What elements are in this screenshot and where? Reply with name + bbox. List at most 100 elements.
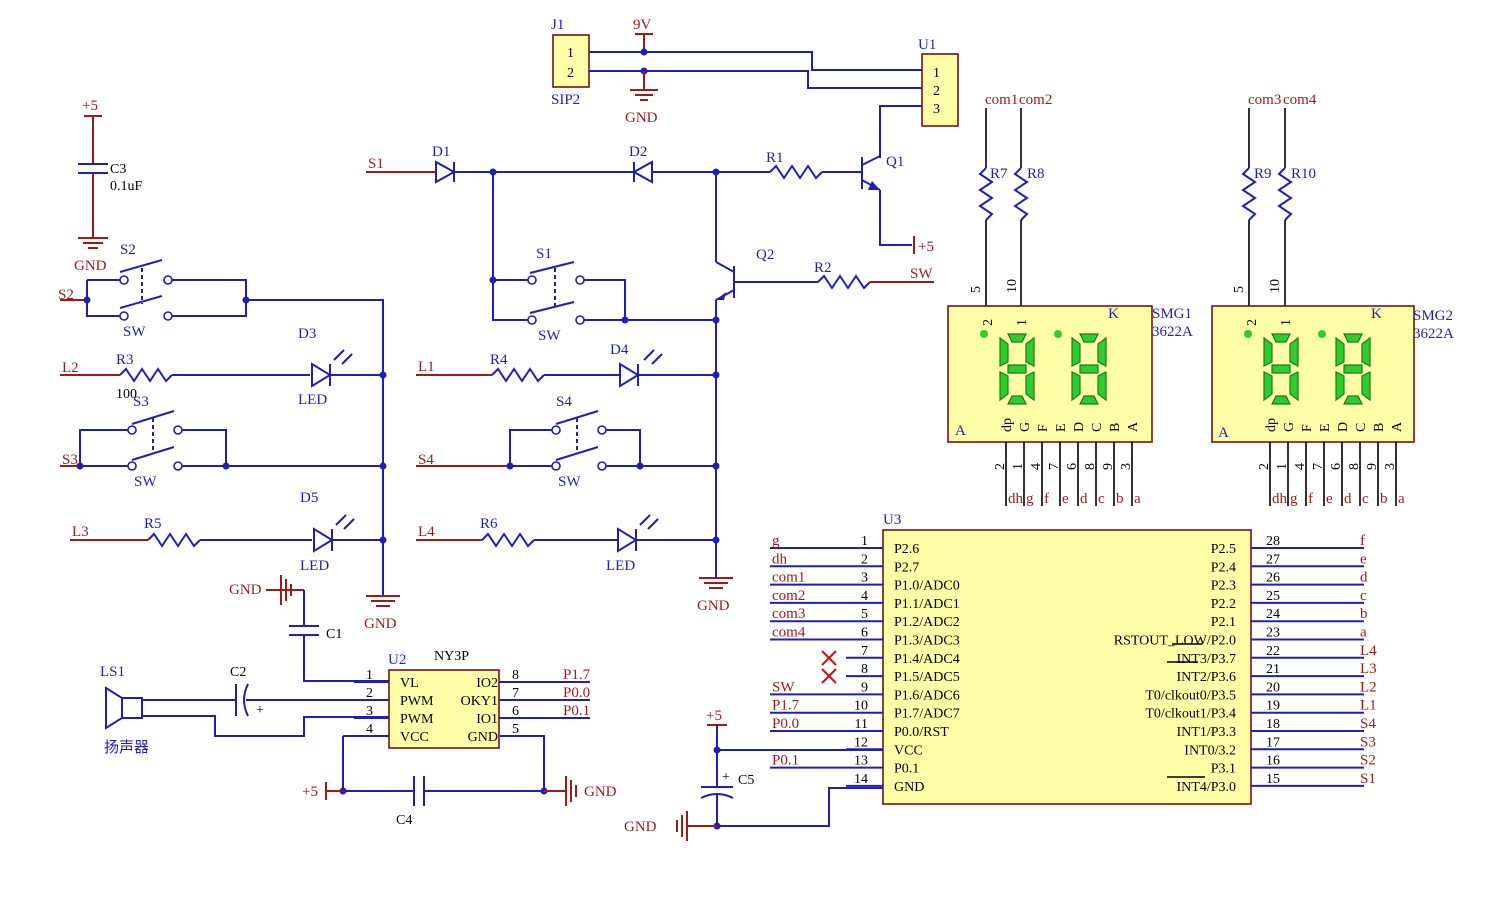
com3-net: com3 [1248,92,1281,108]
smg2-pins-name-4: D [1336,422,1351,432]
u3-right-net-13: S1 [1360,771,1376,787]
smg2-pins-net-0: dh [1272,491,1288,507]
u2-right-net-2: P0.1 [563,703,590,719]
u3-left-num-12: 13 [854,754,868,769]
u3-right-net-2: d [1360,570,1368,586]
r6-label: R6 [480,516,498,532]
switch-s4: S4 S4 SW [416,394,720,490]
smg1-pins-name-1: G [1018,422,1033,432]
led-d3-branch: L2 R3 100 D3 LED [60,326,387,408]
l3-net: L3 [72,524,89,540]
smg1-pins-name-7: A [1126,421,1141,432]
smg2-digits-digit-2-segment-g [1343,364,1363,374]
smg2-digits-dp-left-dot [1244,330,1252,338]
u3-left-num-13: 14 [854,772,868,787]
c5-vcc-label: +5 [706,708,722,724]
u2-left-num-2: 3 [366,704,373,719]
c1-gnd-label: GND [229,582,262,598]
smg1-k: K [1108,306,1119,322]
u2-right-name-0: IO2 [476,676,498,691]
smg1-digits-digit-2-segment-f [1071,336,1081,367]
u2-right-name-1: OKY1 [461,694,498,709]
l4-net: L4 [418,524,435,540]
smg2-pins-net-3: e [1326,491,1333,507]
u3-right-net-3: c [1360,588,1367,604]
smg2-part: 3622A [1413,326,1454,342]
s1-net-left: S1 [368,156,384,172]
r3-label: R3 [116,352,134,368]
u3-right-name-1: P2.4 [1211,560,1236,575]
c5-plus: + [722,770,730,785]
l1-net: L1 [418,359,435,375]
u3-left-name-2: P1.0/ADC0 [894,579,960,594]
com1-net: com1 [985,92,1018,108]
u3-right-num-6: 22 [1266,644,1280,659]
u3-left-num-1: 2 [861,552,868,567]
j1-pin2: 2 [567,66,574,81]
r9-label: R9 [1254,166,1272,182]
smg2-pins-num-7: 3 [1383,463,1398,470]
com4-net: com4 [1283,92,1317,108]
r7-label: R7 [990,166,1008,182]
c5-gnd-label: GND [624,819,657,835]
s2-label: S2 [120,242,136,258]
u3-right-net-5: a [1360,625,1367,641]
smg1-digits-digit-1-segment-e [999,371,1009,402]
u3-left-name-5: P1.3/ADC3 [894,634,960,649]
u3-right-name-9: T0/clkout1/P3.4 [1145,707,1236,722]
smg2-digits-digit-2-segment-e [1335,371,1345,402]
u3-right-net-9: L1 [1360,698,1377,714]
smg2-pins-net-7: a [1398,491,1405,507]
smg2-digits-digit-1-segment-d [1271,395,1291,405]
smg1-pins-net-1: g [1026,491,1034,507]
u2-left-num-3: 4 [366,722,373,737]
smg1-digits-digit-1-segment-b [1025,336,1035,367]
smg1-pins-name-3: E [1054,423,1069,432]
smg2-pins-num-3: 7 [1311,463,1326,470]
smg1-a: A [955,423,966,439]
c3-vcc-label: +5 [82,98,98,114]
smg1-part: 3622A [1152,324,1193,340]
s3-net: S3 [62,452,78,468]
audio-chip-u2: U2 NY3P 1VL2PWM3PWM4VCC8IO2P1.77OKY1P0.0… [302,649,617,828]
smg1-pins-num-6: 9 [1101,463,1116,470]
smg2-digits-inner-mark-2: 2 [1245,319,1260,326]
smg2-digits-digit-2-segment-b [1361,336,1371,367]
smg1-pins-net-7: a [1134,491,1141,507]
input-diodes: S1 D1 D2 R1 [366,144,862,184]
smg1-pin5: 5 [969,286,984,293]
u3-left-name-4: P1.2/ADC2 [894,615,960,630]
u3-left-num-0: 1 [861,534,868,549]
u3-right-name-3: P2.2 [1211,597,1236,612]
smg1-pins-name-2: F [1036,424,1051,432]
smg2-digits-digit-2-segment-d [1343,395,1363,405]
smg2-digits-inner-mark-1: 1 [1279,319,1294,326]
u3-left-name-9: P1.7/ADC7 [894,707,960,722]
switch-s1: S1 SW [489,172,716,344]
u2-left-name-0: VL [400,676,419,691]
u2-right-net-1: P0.0 [563,685,590,701]
c3-gnd-label: GND [74,258,107,274]
smg2-pins-name-3: E [1318,423,1333,432]
smg1-label: SMG1 [1152,306,1192,322]
u3-left-name-13: GND [894,780,924,795]
u2-gnd-label: GND [584,784,617,800]
c3-value: 0.1uF [110,179,143,194]
connector-j1: J1 1 2 SIP2 [551,17,590,108]
smg1-pins-num-0: 2 [993,463,1008,470]
smg2-digits-digit-2-segment-f [1335,336,1345,367]
led-d4-branch: L1 R4 D4 [416,342,720,388]
smg2-digits-digit-1-segment-g [1271,364,1291,374]
smg1-digits-digit-1-segment-c [1025,371,1035,402]
smg2-pins-net-5: c [1362,491,1369,507]
u3-left-num-8: 9 [861,680,868,695]
smg1-pins-net-2: f [1044,491,1049,507]
s1-label: S1 [536,246,552,262]
u3-right-net-1: e [1360,551,1367,567]
u3-pins: 1P2.6g2P2.7dh3P1.0/ADC0com14P1.1/ADC1com… [770,533,1377,795]
u3-right-net-0: f [1360,533,1365,549]
q2-label: Q2 [756,247,774,263]
smg1-digits-dp-left-dot [980,330,988,338]
u3-left-net-0: g [772,533,780,549]
